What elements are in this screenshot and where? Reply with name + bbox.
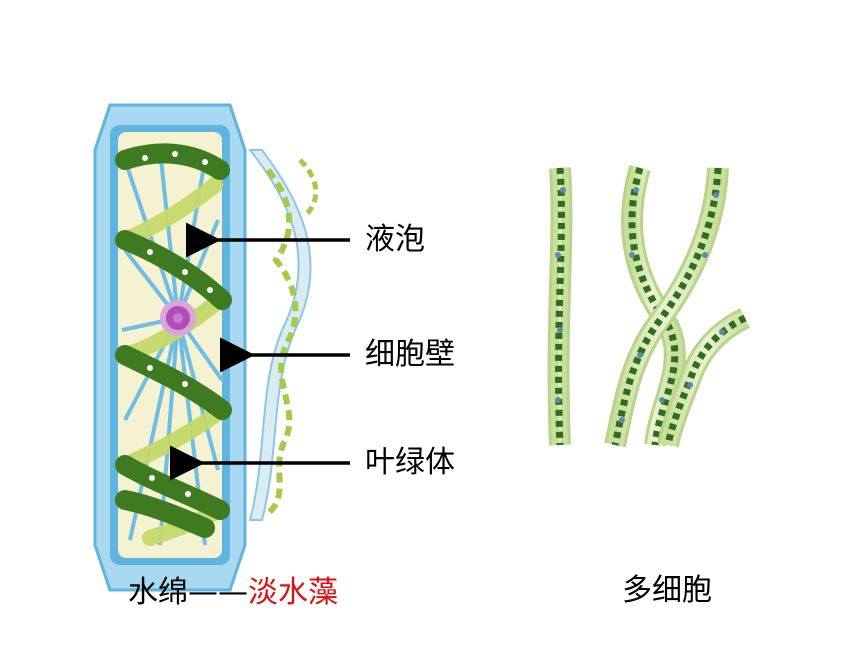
caption-name: 水绵—— (128, 575, 248, 610)
filament-group (547, 164, 751, 448)
pyrenoids (142, 151, 213, 497)
caption-spirogyra: 水绵——淡水藻 (128, 578, 338, 608)
label-cell-wall: 细胞壁 (365, 337, 455, 372)
caption-multicellular: 多细胞 (622, 573, 712, 608)
filament-3 (604, 167, 729, 448)
filament-1 (547, 167, 573, 446)
label-chloroplast: 叶绿体 (365, 445, 455, 480)
pointer-arrows (170, 222, 350, 481)
spirogyra-cell (93, 103, 247, 592)
caption-type: 淡水藻 (248, 575, 338, 610)
label-vacuole: 液泡 (365, 222, 425, 257)
filament-4 (657, 308, 751, 448)
nucleus (160, 300, 196, 336)
